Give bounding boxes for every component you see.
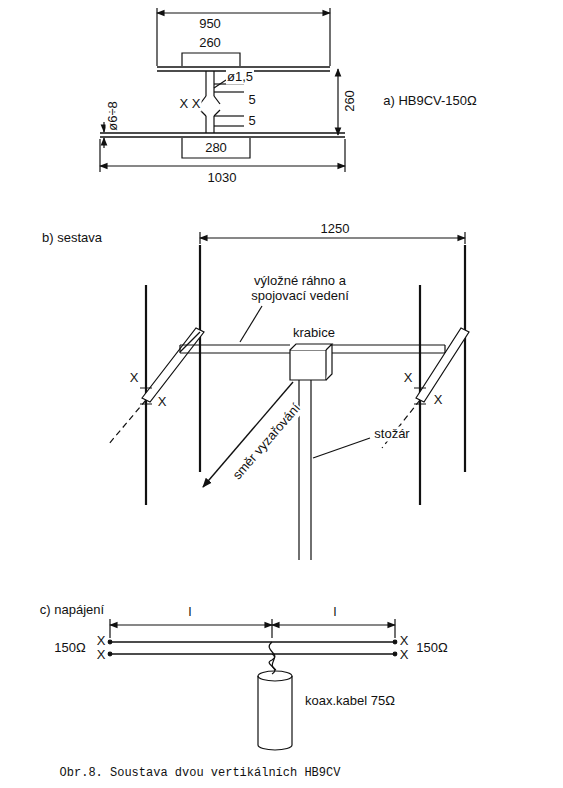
feed-point-mark: X (403, 371, 414, 386)
dimension: 260 (343, 89, 358, 113)
array-assembly (108, 232, 469, 560)
dimension: 950 (198, 17, 222, 32)
feed-point-mark: X (433, 393, 444, 408)
feed-scheme (108, 619, 397, 750)
figure-caption: Obr.8. Soustava dvou vertikálních HB9CV (59, 767, 342, 781)
feed-point-mark: X (157, 395, 168, 410)
dimension: 5 (247, 93, 256, 108)
part-name: stožár (373, 427, 410, 442)
dimension: 260 (198, 36, 222, 51)
impedance-note: 150Ω (53, 641, 86, 656)
length-symbol: l (333, 605, 338, 620)
figure-label: c) napájení (39, 603, 105, 618)
feed-point-mark: X (399, 634, 410, 649)
feed-point-mark: X (399, 648, 410, 663)
dimension: 280 (204, 141, 228, 156)
diameter-note: ø1,5 (226, 70, 254, 85)
figure-label: a) HB9CV-150Ω (382, 94, 478, 109)
hb9cv-plan (100, 8, 345, 172)
feed-point-mark: X (96, 648, 107, 663)
part-name: krabice (292, 326, 336, 341)
impedance-note: 150Ω (415, 641, 448, 656)
feed-point-mark: X (96, 634, 107, 649)
feed-point-mark: X X (179, 97, 202, 112)
dimension: 1030 (207, 171, 238, 186)
dimension: 5 (247, 114, 256, 129)
diameter-note: ø6÷8 (106, 100, 121, 132)
length-symbol: l (188, 605, 193, 620)
part-name: výložné ráhno a spojovací vedení (229, 274, 371, 304)
part-name: koax.kabel 75Ω (304, 694, 396, 709)
dimension: 1250 (320, 222, 351, 237)
feed-point-mark: X (129, 371, 140, 386)
figure-label: b) sestava (41, 231, 103, 246)
